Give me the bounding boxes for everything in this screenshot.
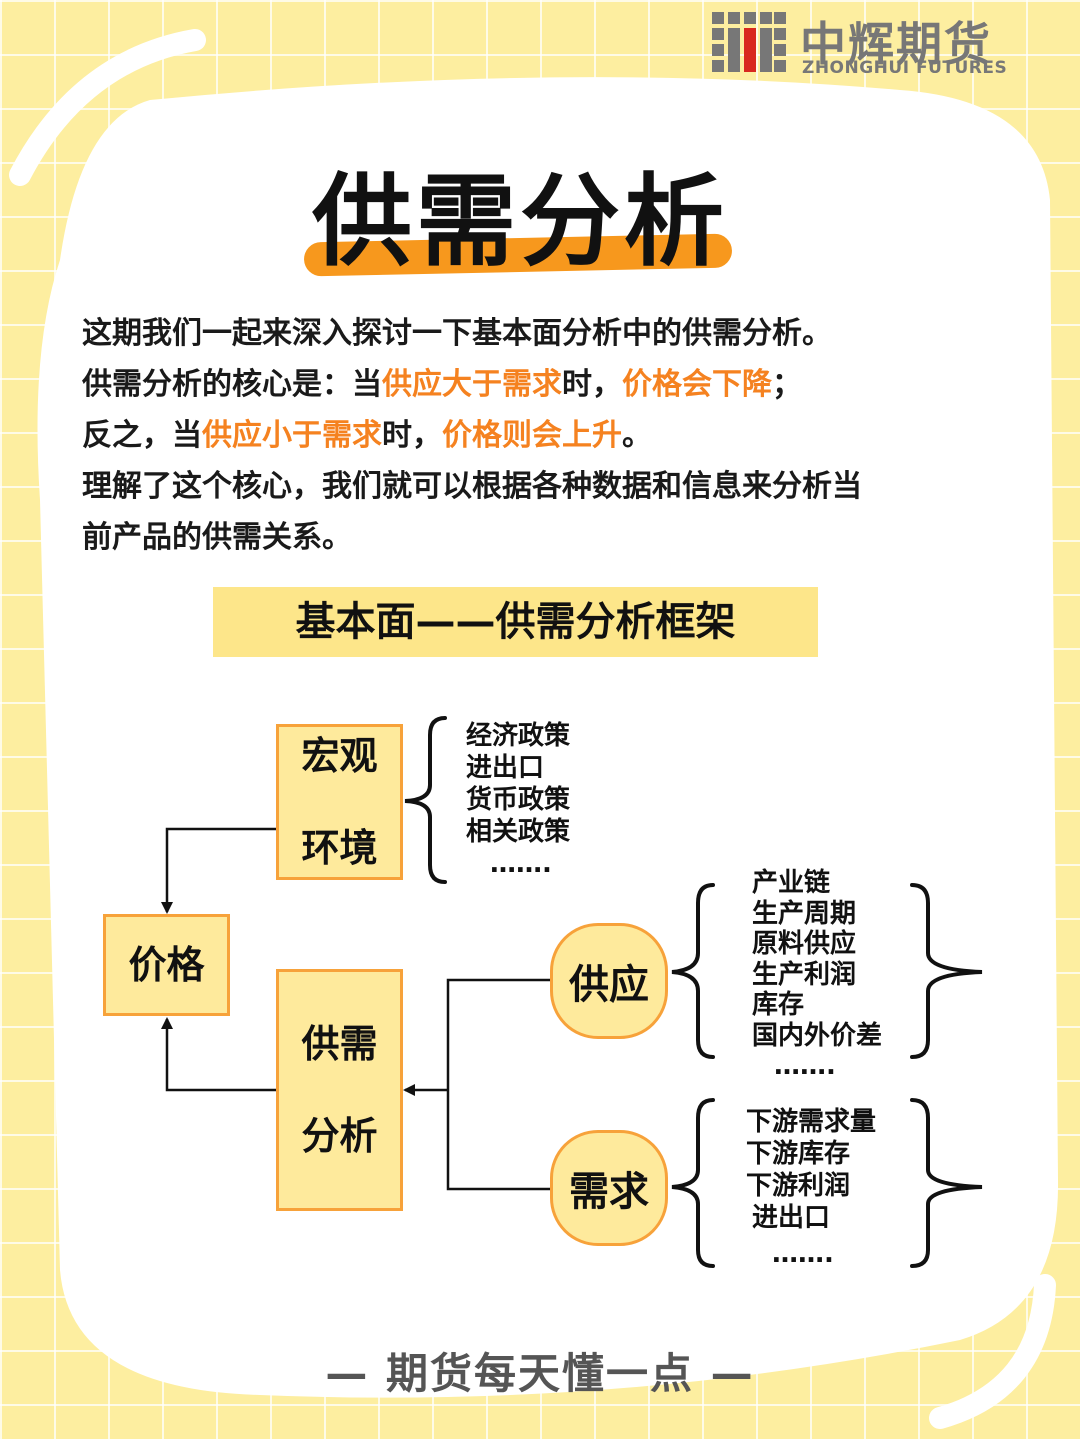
title-block: 供需分析 bbox=[300, 140, 740, 280]
intro-text: 时， bbox=[562, 367, 622, 402]
list-item: 产业链 bbox=[752, 868, 831, 898]
list-item: 经济政策 bbox=[466, 721, 571, 751]
list-item: ……. bbox=[772, 1239, 834, 1269]
price-box: 价格 bbox=[103, 914, 230, 1016]
supply-label: 供应 bbox=[569, 962, 649, 1008]
footer-tagline: — 期货每天懂一点 — bbox=[325, 1349, 755, 1398]
intro-text: 时， bbox=[382, 418, 442, 453]
decor-stroke-left bbox=[9, 29, 206, 186]
demand-factor-list: 下游需求量 下游库存 下游利润 进出口 ……. bbox=[746, 1106, 876, 1270]
brand-name-en: ZHONGHUI FUTURES bbox=[802, 58, 1008, 78]
sd-label-2: 分析 bbox=[301, 1114, 378, 1158]
macro-label-2: 环境 bbox=[301, 826, 378, 870]
intro-line-1: 这期我们一起来深入探讨一下基本面分析中的供需分析。 bbox=[82, 316, 832, 351]
list-item: 货币政策 bbox=[466, 785, 571, 815]
supply-brace-right bbox=[910, 883, 983, 1059]
highlight-supply-gt-demand: 供应大于需求 bbox=[382, 367, 562, 402]
list-item: 相关政策 bbox=[466, 817, 571, 847]
macro-factor-list: 经济政策 进出口 货币政策 相关政策 ……. bbox=[466, 720, 570, 880]
macro-to-price-arrow bbox=[161, 827, 276, 914]
intro-line-5: 前产品的供需关系。 bbox=[82, 520, 352, 555]
demand-brace-right bbox=[910, 1098, 983, 1268]
list-item: 下游利润 bbox=[746, 1171, 851, 1201]
intro-line-2: 供需分析的核心是：当供应大于需求时，价格会下降； bbox=[82, 359, 1022, 410]
macro-environment-box: 宏观环境 bbox=[276, 724, 403, 880]
list-item: 生产周期 bbox=[752, 898, 857, 929]
sd-to-price-arrow bbox=[161, 1017, 276, 1092]
list-item: 下游需求量 bbox=[746, 1107, 877, 1137]
macro-label-1: 宏观 bbox=[301, 734, 378, 778]
supply-connector bbox=[446, 978, 552, 1191]
list-item: 下游库存 bbox=[746, 1139, 851, 1169]
intro-line-4: 理解了这个核心，我们就可以根据各种数据和信息来分析当 bbox=[82, 469, 862, 504]
demand-node: 需求 bbox=[550, 1130, 668, 1246]
intro-line-3: 反之，当供应小于需求时，价格则会上升。 bbox=[82, 410, 1022, 461]
brand-name-cn: 中辉期货 bbox=[800, 17, 992, 71]
list-item: 进出口 bbox=[752, 1203, 831, 1233]
intro-text: 供需分析的核心是：当 bbox=[82, 367, 382, 402]
decor-stroke-right bbox=[929, 1274, 1056, 1429]
price-label: 价格 bbox=[128, 943, 205, 987]
framework-title: 基本面——供需分析框架 bbox=[213, 587, 818, 657]
list-item: 原料供应 bbox=[752, 929, 857, 959]
sd-label-1: 供需 bbox=[301, 1022, 378, 1066]
intro-text: 反之，当 bbox=[82, 418, 202, 453]
list-item: 库存 bbox=[752, 990, 805, 1020]
highlight-price-up: 价格则会上升 bbox=[442, 418, 622, 453]
demand-brace-left bbox=[671, 1098, 715, 1268]
highlight-price-down: 价格会下降 bbox=[622, 367, 772, 402]
intro-paragraph: 这期我们一起来深入探讨一下基本面分析中的供需分析。 供需分析的核心是：当供应大于… bbox=[82, 308, 1022, 563]
supply-node: 供应 bbox=[550, 923, 668, 1039]
intro-text: 。 bbox=[622, 418, 652, 453]
list-item: 国内外价差 bbox=[752, 1020, 883, 1051]
intro-text: ； bbox=[772, 367, 802, 402]
supply-demand-analysis-box: 供需分析 bbox=[276, 969, 403, 1211]
supply-brace-left bbox=[671, 883, 715, 1059]
logo-grid-icon bbox=[712, 12, 786, 72]
supply-factor-list: 产业链 生产周期 原料供应 生产利润 库存 国内外价差 ……. bbox=[752, 868, 882, 1082]
list-item: ……. bbox=[490, 849, 552, 879]
page-title: 供需分析 bbox=[312, 163, 728, 280]
brand-logo: 中辉期货 ZHONGHUI FUTURES bbox=[712, 8, 1052, 78]
highlight-supply-lt-demand: 供应小于需求 bbox=[202, 418, 382, 453]
list-item: 生产利润 bbox=[752, 959, 857, 990]
macro-brace bbox=[404, 716, 447, 884]
demand-label: 需求 bbox=[569, 1169, 649, 1215]
list-item: ……. bbox=[774, 1051, 836, 1081]
list-item: 进出口 bbox=[466, 753, 545, 783]
